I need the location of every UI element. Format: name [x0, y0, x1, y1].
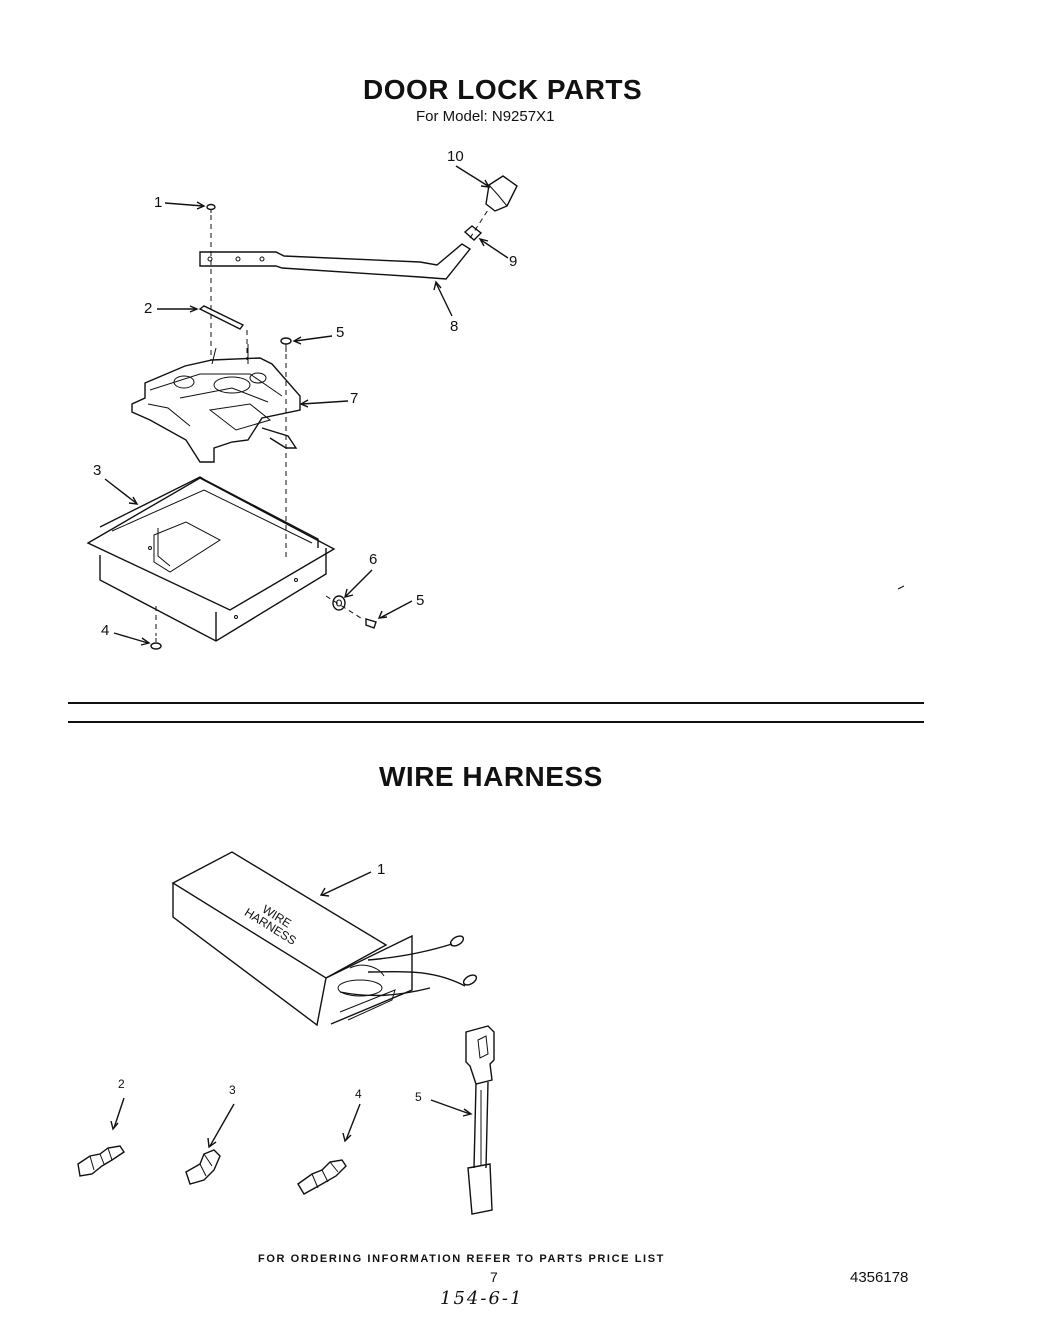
- callout-dl-2: 2: [144, 300, 153, 317]
- callout-dl-4: 4: [101, 622, 110, 639]
- callout-dl-10: 10: [447, 148, 464, 165]
- page-number: 7: [490, 1269, 498, 1285]
- part-3-box: [86, 476, 336, 642]
- document-number: 4356178: [850, 1269, 909, 1286]
- part-8-handle: [199, 243, 472, 280]
- wh-part-5-connector: [465, 1025, 495, 1215]
- callout-dl-6: 6: [369, 551, 378, 568]
- callout-dl-5-lower: 5: [416, 592, 425, 609]
- part-10-cap: [485, 175, 518, 212]
- callout-wh-2: 2: [118, 1077, 125, 1091]
- wh-part-4-terminal: [297, 1159, 347, 1195]
- part-7-latch: [131, 344, 301, 463]
- wh-part-2-terminal: [77, 1145, 125, 1177]
- part-2-pin: [198, 305, 245, 330]
- wh-part-3-terminal: [185, 1149, 221, 1185]
- ordering-info: FOR ORDERING INFORMATION REFER TO PARTS …: [258, 1253, 665, 1265]
- part-4-screw: [150, 638, 162, 650]
- door-lock-title: DOOR LOCK PARTS: [363, 74, 643, 105]
- door-lock-leaders: [104, 165, 509, 646]
- callout-dl-5-upper: 5: [336, 324, 345, 341]
- callout-dl-8: 8: [450, 318, 459, 335]
- model-subtitle: For Model: N9257X1: [416, 108, 555, 125]
- callout-wh-3: 3: [229, 1083, 236, 1097]
- part-5-screw-lower: [365, 618, 377, 629]
- wire-harness-title: WIRE HARNESS: [379, 761, 603, 792]
- callout-wh-5: 5: [415, 1090, 422, 1104]
- callout-dl-9: 9: [509, 253, 518, 270]
- callout-dl-1: 1: [154, 194, 163, 211]
- handwritten-note: 154-6-1: [440, 1288, 524, 1309]
- callout-wh-1: 1: [377, 861, 386, 878]
- part-5-screw-upper: [280, 337, 292, 352]
- wh-part-1-box: [171, 851, 478, 1027]
- callout-wh-4: 4: [355, 1087, 362, 1101]
- callout-dl-3: 3: [93, 462, 102, 479]
- callout-dl-7: 7: [350, 390, 359, 407]
- part-1-screw: [206, 203, 216, 213]
